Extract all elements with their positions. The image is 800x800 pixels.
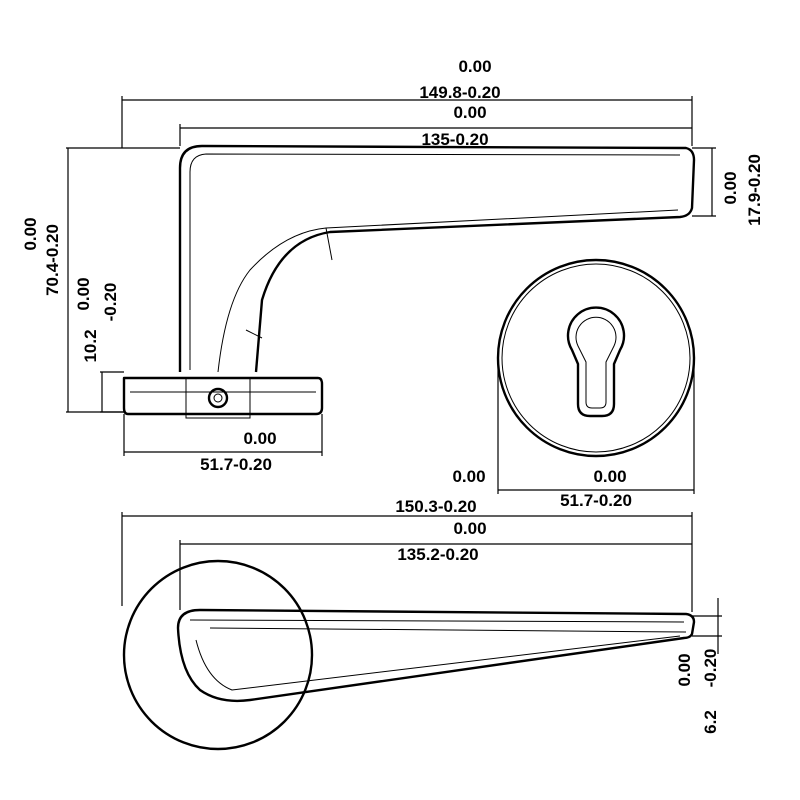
dim-lever-tip-height-lower: 17.9-0.20 [745,154,764,226]
dim-line-escutcheon-diameter [497,358,695,494]
dim-rose-height-lower: -0.20 [101,283,120,322]
dim-rose-height-value: 10.2 [81,329,100,362]
rose-side-base [122,376,324,416]
dim-top-tip-lower: -0.20 [701,649,720,688]
dim-rose-height-upper: 0.00 [74,277,93,310]
dim-overall-length-upper: 0.00 [458,57,491,76]
dim-line-top-overall [121,512,693,612]
dim-top-tip-value: 6.2 [701,710,720,734]
dim-line-top-lever [179,540,692,610]
dim-total-height-lower: 70.4-0.20 [43,224,62,296]
dim-line-lever-tip-height [692,147,716,217]
dim-lever-length-upper: 0.00 [453,103,486,122]
dim-top-lever-upper: 0.00 [453,519,486,538]
keyhole-outer [566,306,626,418]
lever-side-inner-line [189,153,681,370]
set-screw-hex-icon [213,393,223,403]
dim-line-overall-length [121,96,693,148]
lever-top-outline [176,608,696,703]
dim-lever-length-lower: 135-0.20 [421,130,488,149]
escutcheon-outer-circle [496,258,696,458]
dim-top-lever-lower: 135.2-0.20 [397,545,478,564]
dim-escutcheon-extra-tolerance: 0.00 [452,467,485,486]
lever-side-inner-edge [217,209,679,373]
dim-rose-width-lower: 51.7-0.20 [200,455,272,474]
dim-line-rose-width [123,414,323,456]
escutcheon-inner-circle [501,263,691,453]
top-view: 150.3-0.20 0.00 135.2-0.20 0.00 -0.20 6.… [121,497,722,751]
lever-side-neck-line [245,227,333,339]
dim-total-height-upper: 0.00 [21,217,40,250]
lever-side-outline [178,144,696,373]
side-view: 0.00 149.8-0.20 0.00 135-0.20 0.00 17.9-… [21,57,764,474]
dim-top-tip-upper: 0.00 [675,653,694,686]
escutcheon-view: 0.00 51.7-0.20 0.00 [452,258,696,510]
dim-top-overall-lower: 150.3-0.20 [395,497,476,516]
lever-top-inner-line [189,619,687,633]
dim-line-lever-length [179,124,692,146]
dim-line-rose-height [100,371,124,413]
keyhole-inner [575,316,617,409]
rose-top-outer-circle [122,559,314,751]
set-screw-icon [207,387,229,409]
dim-escutcheon-lower: 51.7-0.20 [560,491,632,510]
lever-top-lower-edge [195,635,681,691]
dim-lever-tip-height-upper: 0.00 [721,171,740,204]
dim-rose-width-upper: 0.00 [243,429,276,448]
dim-escutcheon-upper: 0.00 [593,467,626,486]
dim-overall-length-lower: 149.8-0.20 [419,83,500,102]
dim-line-top-tip-thickness [692,598,722,654]
rose-side-inner-line [185,378,251,419]
